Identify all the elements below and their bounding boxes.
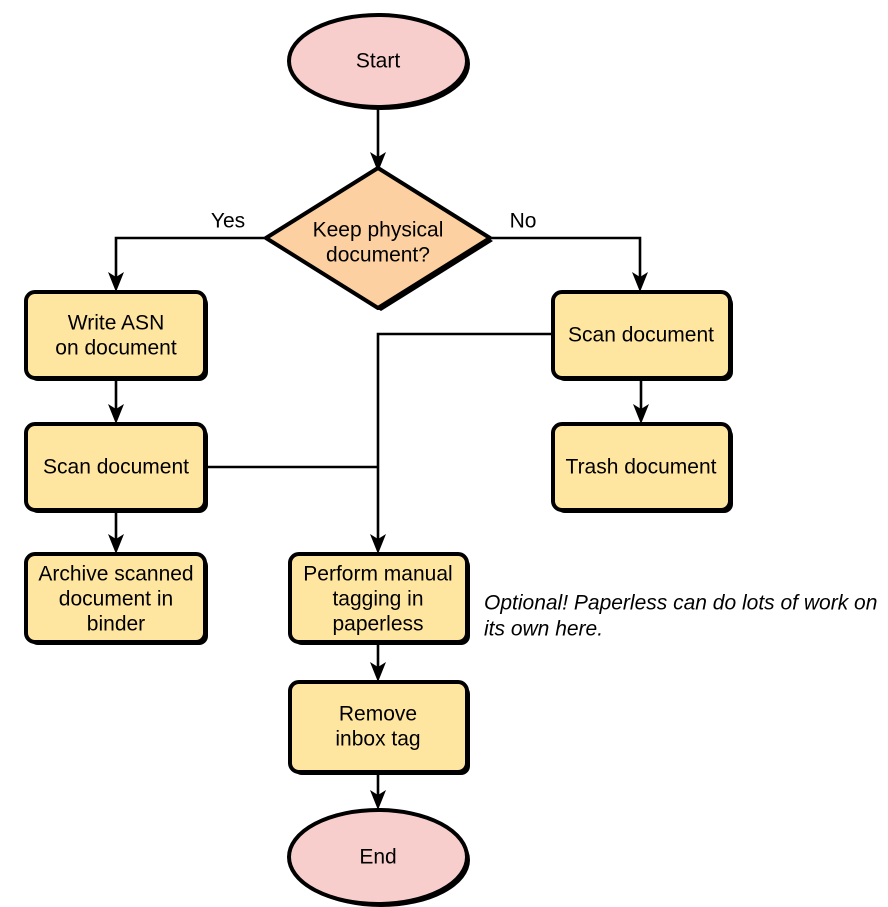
start-label: Start	[356, 50, 401, 73]
decision-label-line1: Keep physical	[313, 219, 444, 242]
edge-line-scanright-manualtagging	[376, 332, 553, 544]
scan-left-label: Scan document	[43, 456, 189, 479]
archive-label-line1: Archive scanned	[38, 563, 193, 586]
edge-label-yes: Yes	[211, 210, 245, 233]
arrowhead-into-trash	[633, 404, 649, 424]
start-ellipse	[287, 13, 469, 109]
node-end[interactable]: End	[287, 808, 470, 907]
manual-tagging-rect	[288, 552, 469, 644]
node-archive-scanned-document-in-binder[interactable]: Archive scanned document in binder	[24, 552, 208, 645]
write-asn-label-line2: on document	[55, 337, 177, 360]
node-scan-document-right[interactable]: Scan document	[551, 290, 733, 381]
arrowhead-into-manual-tagging	[370, 534, 386, 554]
edge-label-no: No	[510, 210, 537, 233]
edge-scan-right-to-manual-tagging	[370, 332, 553, 554]
arrowhead-into-scan-right	[632, 272, 648, 292]
end-label: End	[359, 846, 396, 869]
node-layer: Start Keep physical document? Write ASN …	[24, 13, 733, 907]
arrowhead-into-decision	[370, 152, 386, 172]
manual-tagging-label-line3: paperless	[332, 613, 423, 636]
scan-right-rect	[551, 290, 732, 380]
write-asn-rect	[24, 290, 207, 380]
edge-scan-left-to-archive	[108, 510, 124, 554]
archive-label-line2: document in	[59, 588, 173, 611]
edge-start-to-decision	[370, 107, 386, 172]
manual-tagging-label-line2: tagging in	[332, 588, 423, 611]
edge-write-asn-to-scan-left	[108, 378, 124, 424]
node-remove-inbox-tag[interactable]: Remove inbox tag	[288, 680, 470, 775]
write-asn-label-line1: Write ASN	[68, 312, 164, 335]
arrowhead-into-end	[370, 790, 386, 810]
edge-layer: Yes No	[108, 107, 649, 810]
trash-label: Trash document	[566, 456, 717, 479]
manual-tagging-label-line1: Perform manual	[303, 563, 452, 586]
arrowhead-into-remove-inbox	[370, 662, 386, 682]
arrowhead-into-write-asn	[108, 272, 124, 292]
edge-remove-inbox-to-end	[370, 772, 386, 810]
node-decision-keep-physical-document[interactable]: Keep physical document?	[264, 166, 493, 311]
edge-manual-tagging-to-remove-inbox	[370, 642, 386, 682]
edge-decision-to-write-asn: Yes	[108, 210, 266, 292]
end-ellipse	[287, 808, 469, 906]
remove-inbox-label-line2: inbox tag	[335, 728, 420, 751]
edge-line-yes-branch	[114, 236, 266, 282]
annotation-optional-note: Optional! Paperless can do lots of work …	[484, 592, 877, 641]
trash-rect	[551, 422, 732, 512]
remove-inbox-label-line1: Remove	[339, 703, 417, 726]
edge-scan-right-to-trash	[633, 378, 649, 424]
arrowhead-into-archive	[108, 534, 124, 554]
node-write-asn-on-document[interactable]: Write ASN on document	[24, 290, 208, 381]
decision-label-line2: document?	[326, 244, 430, 267]
node-perform-manual-tagging-in-paperless[interactable]: Perform manual tagging in paperless	[288, 552, 470, 645]
edge-line-no-branch	[490, 236, 642, 282]
annotation-line2: its own here.	[484, 618, 603, 641]
scan-right-label: Scan document	[568, 324, 714, 347]
node-start[interactable]: Start	[287, 13, 470, 110]
remove-inbox-rect	[288, 680, 469, 774]
node-scan-document-left[interactable]: Scan document	[24, 422, 208, 513]
edge-decision-to-scan-right: No	[490, 210, 648, 292]
scan-left-rect	[24, 422, 207, 512]
node-trash-document[interactable]: Trash document	[551, 422, 733, 513]
decision-diamond	[264, 166, 492, 310]
arrowhead-into-scan-left	[108, 404, 124, 424]
annotation-line1: Optional! Paperless can do lots of work …	[484, 592, 877, 615]
archive-rect	[24, 552, 207, 644]
archive-label-line3: binder	[87, 613, 145, 636]
